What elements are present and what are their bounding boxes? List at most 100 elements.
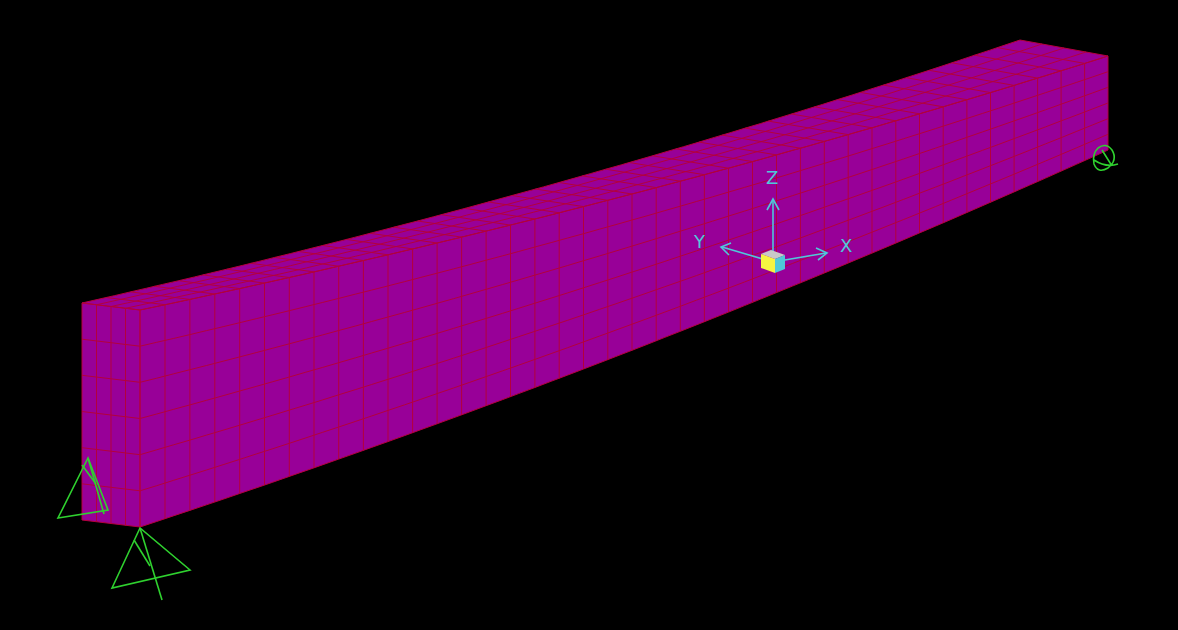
mesh-line [895, 121, 896, 243]
mesh-line [323, 246, 389, 255]
mesh-line [582, 176, 656, 188]
mesh-line [189, 299, 190, 510]
mesh-line [536, 189, 608, 200]
axis-label: Y [694, 232, 705, 252]
mesh-line [106, 298, 165, 305]
axis-line [772, 200, 774, 258]
mesh-line [140, 310, 141, 527]
mesh-line [745, 128, 824, 141]
mesh-line [629, 163, 704, 175]
mesh-line [883, 85, 967, 100]
mesh-line [861, 92, 944, 106]
support-symbols [58, 145, 1118, 600]
mesh-line [111, 48, 1064, 307]
support-symbol [134, 540, 150, 566]
axis-label: Z [766, 168, 778, 188]
axis-arrowhead [816, 248, 827, 260]
triad-cube [775, 255, 785, 273]
support-symbol [140, 528, 162, 600]
mesh-line [140, 87, 1108, 382]
axis-arrowhead [721, 243, 731, 255]
beam-mesh [82, 40, 1108, 527]
mesh-line [82, 303, 83, 520]
beam-end-face [82, 303, 140, 527]
mesh-line [728, 168, 729, 312]
axis-arrowhead [767, 199, 779, 210]
mesh-line [179, 281, 240, 289]
mesh-line [653, 156, 729, 168]
mesh-line [583, 207, 584, 369]
mesh-line [997, 48, 1084, 64]
mesh-line [676, 149, 753, 162]
coordinate-triad [721, 199, 827, 273]
mesh-line [1084, 63, 1085, 160]
mesh-line [975, 55, 1062, 71]
mesh-line [768, 121, 848, 135]
mesh-line [363, 261, 364, 451]
mesh-line [512, 196, 584, 207]
mesh-line [559, 213, 560, 378]
mesh-line [559, 183, 632, 195]
mesh-line [388, 255, 389, 442]
mesh-line [437, 243, 438, 424]
mesh-line [140, 56, 1108, 310]
mesh-line [370, 233, 437, 243]
mesh-line [165, 305, 166, 519]
mesh-line [140, 56, 1108, 310]
mesh-line [465, 208, 535, 219]
mesh-line [140, 150, 1108, 527]
mesh-line [510, 225, 511, 397]
mesh-line [906, 78, 990, 93]
mesh-line [815, 107, 896, 121]
triad-cube [761, 254, 775, 273]
mesh-line [1020, 40, 1108, 56]
mesh-line [394, 227, 462, 237]
mesh-line [606, 169, 681, 181]
mesh-line [1061, 71, 1062, 171]
mesh-line [752, 162, 753, 303]
mesh-line [130, 292, 190, 300]
axis-label: X [840, 236, 852, 256]
mesh-line [289, 278, 290, 477]
mesh-line [632, 194, 633, 350]
mesh-line [1037, 78, 1038, 181]
mesh-line [929, 70, 1014, 85]
mesh-line [1108, 56, 1109, 150]
mesh-line [140, 310, 141, 527]
mesh-line [792, 114, 873, 128]
mesh-line [656, 188, 657, 341]
support-symbol [82, 465, 96, 484]
mesh-line [489, 202, 560, 213]
mesh-line [699, 142, 777, 155]
mesh-line [441, 215, 510, 225]
mesh-line [82, 40, 1020, 303]
mesh-line [680, 181, 681, 331]
mesh-line [990, 93, 991, 203]
mesh-line [919, 114, 920, 233]
mesh-line [346, 239, 412, 249]
mesh-line [534, 219, 535, 388]
mesh-line [486, 231, 487, 406]
mesh-line [275, 257, 339, 266]
mesh-line [251, 263, 314, 272]
mesh-line [607, 200, 608, 359]
mesh-line [838, 100, 920, 114]
mesh-line [111, 307, 112, 524]
mesh-line [214, 294, 215, 502]
mesh-line [412, 249, 413, 433]
mesh-line [338, 266, 339, 459]
mesh-line [1014, 85, 1015, 191]
mesh-line [125, 308, 126, 525]
mesh-line [140, 134, 1108, 491]
support-symbol [58, 458, 108, 518]
mesh-line [203, 275, 265, 283]
mesh-line [314, 272, 315, 468]
mesh-line [872, 128, 873, 253]
mesh-line [155, 286, 215, 294]
mesh-line [800, 148, 801, 283]
support-symbol [88, 458, 104, 514]
mesh-line [97, 44, 1043, 305]
mesh-line [140, 72, 1108, 347]
mesh-line [722, 135, 800, 148]
